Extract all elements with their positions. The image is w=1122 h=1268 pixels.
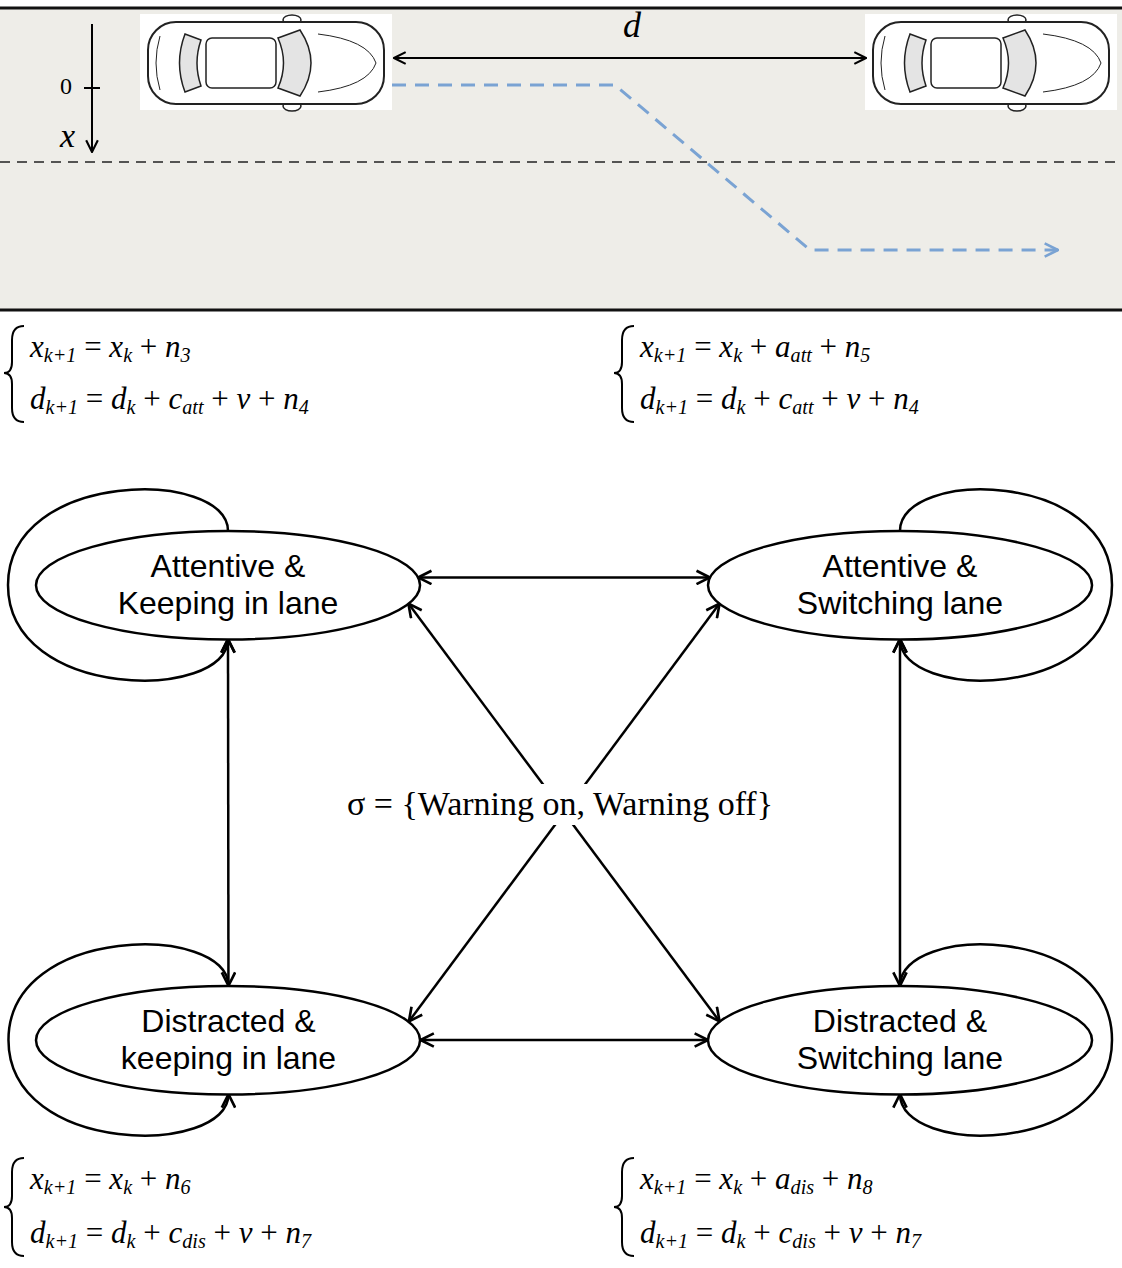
operator: + [868,381,885,416]
subscript: k+1 [656,1230,689,1252]
subscript: 6 [181,1176,191,1198]
subscript: k [127,1230,136,1252]
operator: + [824,1215,841,1250]
state-label: Distracted & Switching lane [769,1003,1031,1077]
axis-label: x [60,116,75,157]
subscript: dis [791,1176,815,1198]
subscript: att [791,344,812,366]
brace [4,326,24,422]
subscript: k [733,344,742,366]
brace [4,1158,24,1256]
axis-origin: 0 [60,72,72,101]
equation: xk+1 = xk + adis + n8 [640,1160,873,1197]
brace [614,1158,634,1256]
operator: = [86,1215,103,1250]
equation: xk+1 = xk + n6 [30,1160,191,1197]
subscript: k [123,344,132,366]
road-edge [0,7,1122,10]
operator: = [84,329,101,364]
subscript: 7 [911,1230,921,1252]
state-ellipse: Distracted & Switching lane [706,984,1094,1097]
state-ellipse: Attentive & Switching lane [706,529,1094,642]
operator: + [822,1161,839,1196]
subscript: 7 [301,1230,311,1252]
operator: + [211,381,228,416]
operator: + [143,1215,160,1250]
axis-tick [84,87,100,89]
operator: + [140,329,157,364]
equation: dk+1 = dk + cdis + v + n7 [30,1214,311,1251]
road [0,8,1122,310]
operator: + [820,329,837,364]
equation: xk+1 = xk + n3 [30,328,191,365]
subscript: k+1 [654,1176,687,1198]
operator: + [258,381,275,416]
car-icon [140,14,392,111]
subscript: att [792,396,813,418]
road-edge [0,309,1122,312]
operator: + [870,1215,887,1250]
equation: dk+1 = dk + catt + v + n4 [30,380,309,417]
operator: = [86,381,103,416]
transition-arrow [899,639,902,986]
subscript: k+1 [656,396,689,418]
lane-divider [0,161,1122,163]
state-label: Attentive & Switching lane [769,548,1031,622]
subscript: 5 [860,344,870,366]
transition-arrow [421,1039,708,1042]
operator: + [260,1215,277,1250]
operator: + [750,329,767,364]
operator: = [694,329,711,364]
trajectory [392,85,1058,250]
input-label: σ = {Warning on, Warning off} [341,784,779,825]
transition-arrow [227,639,230,986]
equation: dk+1 = dk + catt + v + n4 [640,380,919,417]
subscript: dis [182,1230,206,1252]
car-icon [865,14,1117,111]
subscript: dis [792,1230,816,1252]
subscript: k+1 [46,396,79,418]
equation: xk+1 = xk + aatt + n5 [640,328,870,365]
subscript: k [127,396,136,418]
subscript: k [737,396,746,418]
subscript: 4 [909,396,919,418]
equation: dk+1 = dk + cdis + v + n7 [640,1214,921,1251]
operator: = [696,381,713,416]
subscript: k+1 [46,1230,79,1252]
operator: + [140,1161,157,1196]
state-ellipse: Attentive & Keeping in lane [34,529,422,642]
distance-arrow [394,57,866,59]
subscript: k [123,1176,132,1198]
state-ellipse: Distracted & keeping in lane [34,984,422,1097]
subscript: k+1 [44,344,77,366]
subscript: 3 [181,344,191,366]
distance-label: d [623,4,641,47]
operator: = [696,1215,713,1250]
subscript: k+1 [654,344,687,366]
state-label: Attentive & Keeping in lane [97,548,359,622]
operator: + [750,1161,767,1196]
subscript: k+1 [44,1176,77,1198]
operator: = [84,1161,101,1196]
subscript: k [733,1176,742,1198]
subscript: 8 [863,1176,873,1198]
operator: + [753,381,770,416]
operator: + [821,381,838,416]
subscript: att [182,396,203,418]
operator: + [143,381,160,416]
operator: = [694,1161,711,1196]
brace [614,326,634,422]
subscript: k [737,1230,746,1252]
operator: + [753,1215,770,1250]
transition-arrow [418,576,710,579]
subscript: 4 [299,396,309,418]
state-label: Distracted & keeping in lane [97,1003,359,1077]
operator: + [214,1215,231,1250]
